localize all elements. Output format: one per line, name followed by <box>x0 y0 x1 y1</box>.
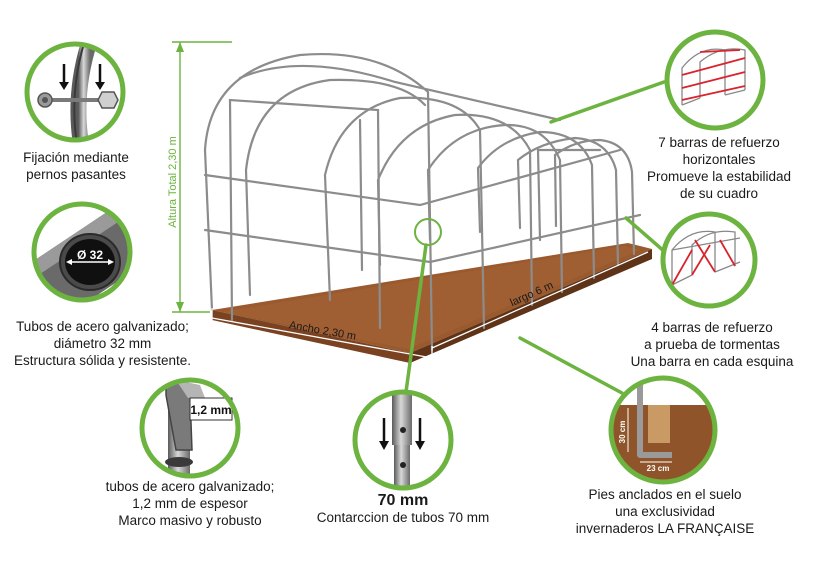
fixing-callout <box>24 41 126 143</box>
thickness-line-1: tubos de acero galvanizado; <box>105 479 275 494</box>
greenhouse-illustration: Altura Total 2,30 m Ancho 2,30 m largo 6… <box>167 41 652 364</box>
fixing-line-1: Fijación mediante <box>23 150 129 165</box>
anchor-line-2: una exclusividad <box>615 504 715 519</box>
anchor-caption: Pies anclados en el suelo una exclusivid… <box>560 486 770 537</box>
horizontal-bars-callout <box>664 29 766 131</box>
tube-connection-icon <box>379 392 425 488</box>
thickness-caption: tubos de acero galvanizado; 1,2 mm de es… <box>80 478 300 529</box>
horizontal-line-1: 7 barras de refuerzo <box>658 135 780 150</box>
tube-line-3: Estructura sólida y resistente. <box>13 353 192 368</box>
storm-bars-callout <box>660 211 758 309</box>
anchor-line-3: invernaderos LA FRANÇAISE <box>575 521 755 536</box>
horizontal-line-4: de su cuadro <box>679 186 759 201</box>
tube-callout: Ø 32 <box>31 201 133 303</box>
connection-highlight <box>414 218 442 246</box>
connection-callout <box>352 389 454 491</box>
thickness-badge: 1,2 mm <box>190 403 231 417</box>
horizontal-bars-caption: 7 barras de refuerzo horizontales Promue… <box>624 134 814 202</box>
tube-line-1: Tubos de acero galvanizado; <box>16 319 189 334</box>
storm-bars-caption: 4 barras de refuerzo a prueba de torment… <box>612 319 812 370</box>
storm-line-1: 4 barras de refuerzo <box>651 320 773 335</box>
tube-thickness-icon <box>165 380 205 476</box>
anchor-dim-vertical: 30 cm <box>618 421 627 444</box>
tube-diameter-badge: Ø 32 <box>77 248 103 262</box>
height-label: Altura Total 2,30 m <box>167 136 179 228</box>
connection-title: 70 mm <box>377 492 429 509</box>
length-dimension <box>431 251 649 349</box>
connection-caption: 70 mm Contarccion de tubos 70 mm <box>293 492 513 526</box>
horizontal-line-2: horizontales <box>682 152 756 167</box>
height-dimension <box>172 41 232 313</box>
tube-caption: Tubos de acero galvanizado; diámetro 32 … <box>0 318 205 369</box>
steel-frame <box>203 52 642 352</box>
horizontal-bars-icon <box>681 48 746 106</box>
horizontal-line-3: Promueve la estabilidad <box>646 169 792 184</box>
storm-line-3: Una barra en cada esquina <box>630 354 794 369</box>
width-dimension <box>211 308 433 364</box>
fixing-caption: Fijación mediante pernos pasantes <box>0 149 152 183</box>
fixing-line-2: pernos pasantes <box>26 167 126 182</box>
callout-leaders <box>404 80 667 395</box>
tube-line-2: diámetro 32 mm <box>53 336 152 351</box>
thickness-line-2: 1,2 mm de espesor <box>132 496 248 511</box>
thickness-line-3: Marco masivo y robusto <box>118 513 262 528</box>
storm-bars-icon <box>671 230 741 286</box>
storm-line-2: a prueba de tormentas <box>644 337 780 352</box>
connection-line: Contarccion de tubos 70 mm <box>316 510 490 525</box>
anchor-callout: 30 cm 23 cm <box>608 375 718 485</box>
anchor-line-1: Pies anclados en el suelo <box>588 487 742 502</box>
anchor-dim-horizontal: 23 cm <box>647 464 670 473</box>
thickness-callout: 1,2 mm <box>139 377 241 479</box>
